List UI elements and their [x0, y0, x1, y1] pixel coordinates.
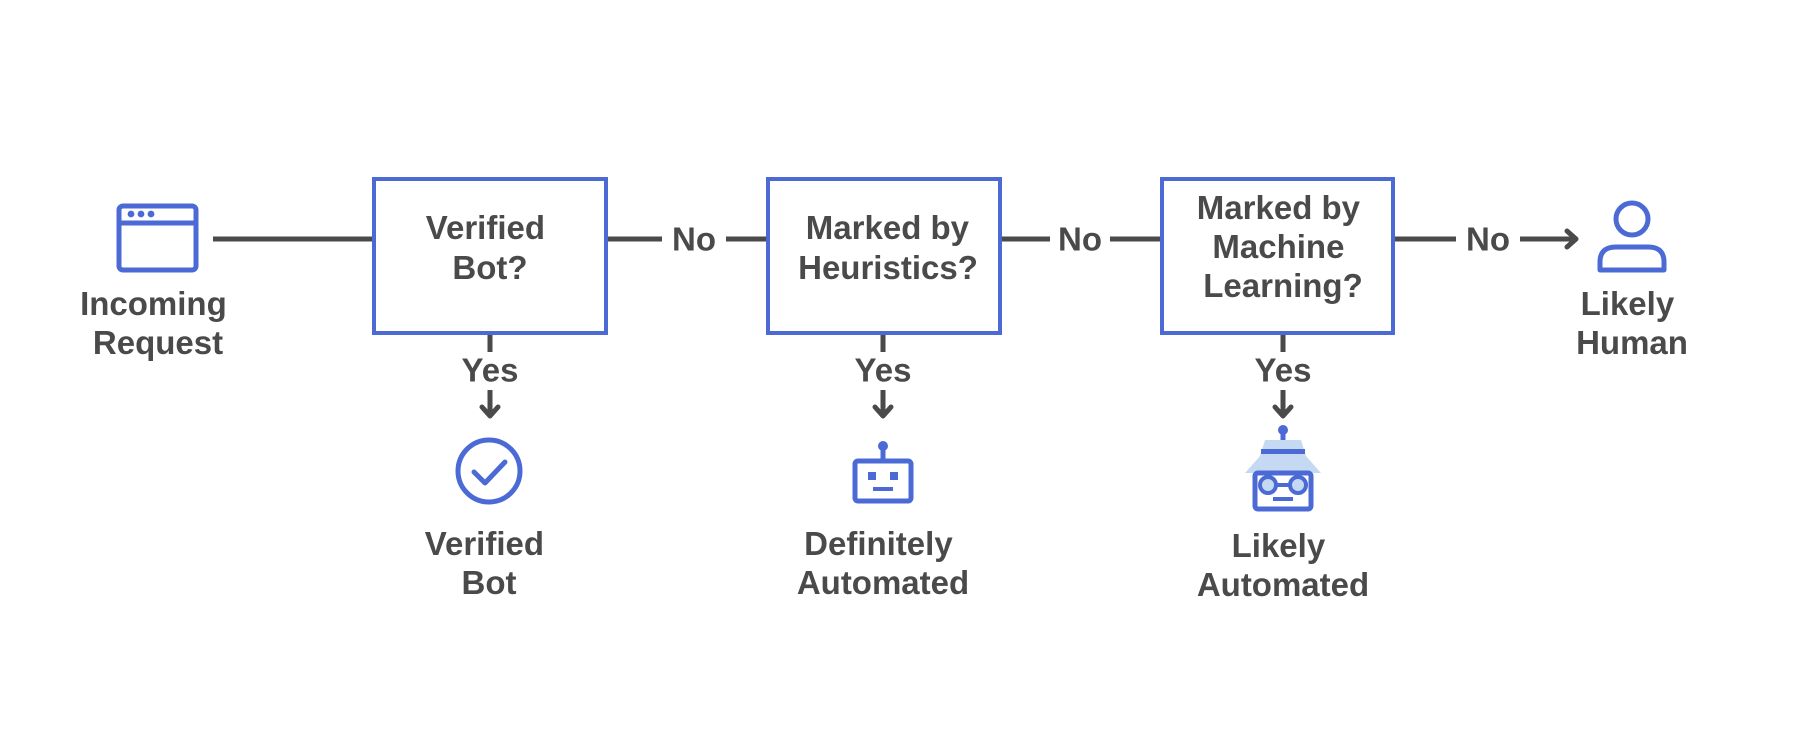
edge-label-yes: Yes	[855, 352, 912, 389]
label-line: Automated	[1197, 566, 1369, 603]
label-line: Likely	[1232, 527, 1326, 564]
label-line: Verified	[426, 209, 545, 246]
node-likely-automated: Likely Automated	[1197, 425, 1369, 603]
arrowhead	[479, 404, 501, 419]
label-line: Definitely	[804, 525, 953, 562]
node-incoming-request: Incoming Request	[80, 203, 236, 361]
node-verified-bot: Verified Bot	[425, 437, 553, 601]
label-line: Bot?	[452, 249, 527, 286]
label-line: Automated	[797, 564, 969, 601]
edge-label-no: No	[1466, 221, 1510, 258]
user-icon	[1597, 200, 1667, 273]
node-label: Verified Bot	[425, 525, 553, 601]
check-circle-icon	[455, 437, 523, 505]
label-line: Marked by	[806, 209, 970, 246]
edge-label-no: No	[672, 221, 716, 258]
arrowhead	[1272, 404, 1294, 419]
decision-box	[372, 177, 608, 335]
arrowhead	[872, 404, 894, 419]
decision-machine-learning: Marked by Machine Learning?	[1160, 177, 1395, 335]
robot-icon	[852, 441, 914, 504]
label-line: Verified	[425, 525, 544, 562]
browser-window-icon	[116, 203, 199, 273]
decision-verified-bot: Verified Bot?	[372, 177, 608, 335]
label-line: Heuristics?	[798, 249, 978, 286]
node-label: Likely Human	[1576, 285, 1688, 361]
decision-label: Marked by Machine Learning?	[1197, 189, 1369, 304]
edge-label-no: No	[1058, 221, 1102, 258]
label-line: Machine	[1212, 228, 1344, 265]
node-label: Likely Automated	[1197, 527, 1369, 603]
node-definitely-automated: Definitely Automated	[797, 441, 969, 601]
yes-connectors	[479, 333, 1294, 419]
label-line: Incoming	[80, 285, 227, 322]
decision-box	[766, 177, 1002, 335]
decision-label: Marked by Heuristics?	[798, 209, 978, 286]
node-label: Definitely Automated	[797, 525, 969, 601]
robot-disguise-icon	[1245, 425, 1321, 512]
node-likely-human: Likely Human	[1576, 200, 1688, 361]
edge-label-yes: Yes	[1255, 352, 1312, 389]
decision-label: Verified Bot?	[426, 209, 554, 286]
decision-heuristics: Marked by Heuristics?	[766, 177, 1002, 335]
label-line: Likely	[1581, 285, 1675, 322]
label-line: Request	[93, 324, 223, 361]
label-line: Learning?	[1203, 267, 1363, 304]
node-label: Incoming Request	[80, 285, 236, 361]
label-line: Human	[1576, 324, 1688, 361]
edge-label-yes: Yes	[462, 352, 519, 389]
arrowhead	[1564, 228, 1579, 250]
label-line: Bot	[462, 564, 517, 601]
label-line: Marked by	[1197, 189, 1361, 226]
decision-box	[1160, 177, 1395, 335]
